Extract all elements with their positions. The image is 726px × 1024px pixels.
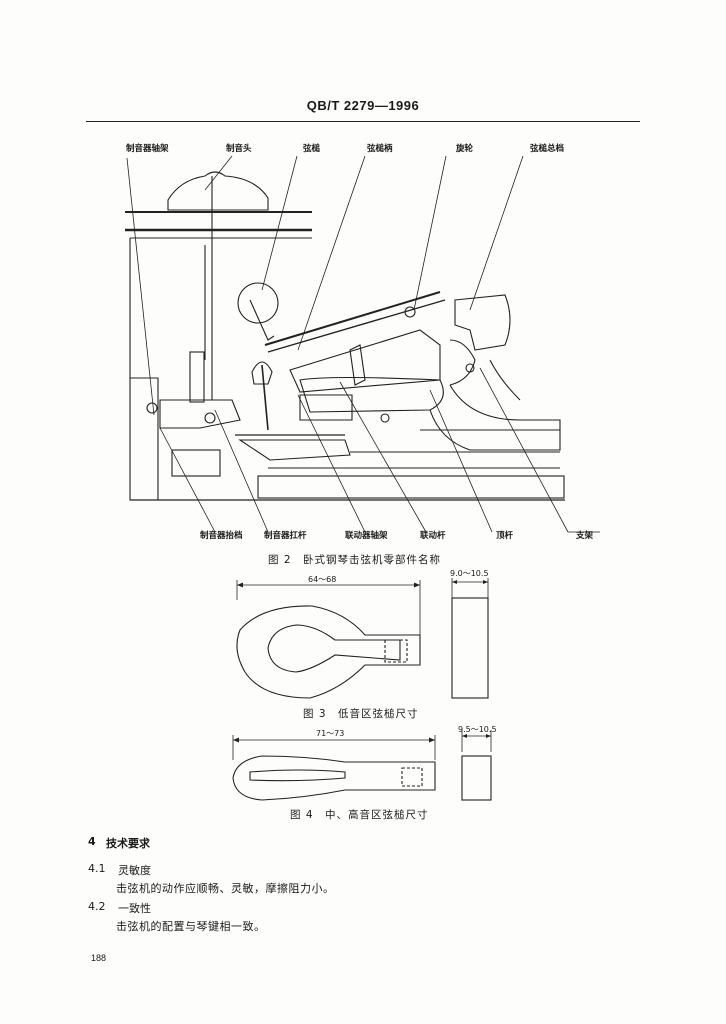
label-wippen: 联动杆 (420, 531, 446, 541)
page-number: 188 (91, 953, 107, 963)
figure-2-caption: 图 2 卧式钢琴击弦机零部件名称 (268, 554, 442, 566)
figure-4-caption: 图 4 中、高音区弦槌尺寸 (290, 809, 429, 821)
label-damper-head: 制音头 (226, 144, 252, 154)
label-damper-lift-rail: 制音器抬档 (200, 531, 243, 541)
bass-width-dim: 9.0～10.5 (450, 569, 489, 578)
support-bracket (429, 384, 561, 451)
figure-3-caption: 图 3 低音区弦槌尺寸 (303, 708, 419, 720)
hammer-rail-shape (454, 294, 511, 351)
section-4-number: 4 (88, 835, 96, 848)
label-support: 支架 (576, 531, 594, 541)
item-4-1-number: 4.1 (88, 862, 106, 875)
hammer-head-shape (237, 282, 279, 324)
label-damper-lever: 制音器扛杆 (264, 531, 307, 541)
label-hammer: 弦槌 (303, 144, 321, 154)
hammer-shank-line (264, 291, 441, 346)
frame-left (129, 238, 159, 501)
item-4-2-body: 击弦机的配置与琴键相一致。 (116, 920, 266, 933)
section-4-heading: 技术要求 (106, 837, 150, 850)
wippen-shape (289, 329, 441, 393)
key-frame-rail (257, 475, 565, 499)
item-4-2-number: 4.2 (88, 900, 106, 913)
standard-code-header: QB/T 2279—1996 (306, 98, 420, 113)
treble-hammer-side-view (461, 755, 492, 801)
bass-hammer-outline (236, 605, 421, 699)
treble-width-dim: 9.5～10.5 (458, 725, 497, 734)
header-rule (86, 121, 640, 122)
label-wippen-flange: 联动器轴架 (345, 531, 388, 541)
item-4-1-body: 击弦机的动作应顺畅、灵敏，摩擦阻力小。 (116, 882, 335, 895)
label-roller: 旋轮 (456, 144, 474, 154)
bass-hammer-side-view (451, 597, 489, 699)
treble-hammer-outline (232, 755, 436, 801)
item-4-2-title: 一致性 (118, 902, 151, 915)
label-hammer-shank: 弦槌柄 (367, 144, 393, 154)
bass-length-dim: 64～68 (308, 575, 337, 584)
damper-lever-block (189, 351, 205, 403)
flange-block (299, 394, 353, 421)
damper-lift-rail-block (171, 449, 221, 477)
label-damper-axle-bracket: 制音器轴架 (126, 144, 169, 154)
item-4-1-title: 灵敏度 (118, 864, 151, 877)
treble-length-dim: 71～73 (316, 729, 345, 738)
figure-2-drawing (125, 155, 600, 533)
damper-head-shape (167, 171, 269, 211)
damper-lever-shape (159, 399, 241, 429)
label-jack: 顶杆 (496, 531, 514, 541)
label-hammer-rail: 弦槌总档 (530, 144, 565, 154)
